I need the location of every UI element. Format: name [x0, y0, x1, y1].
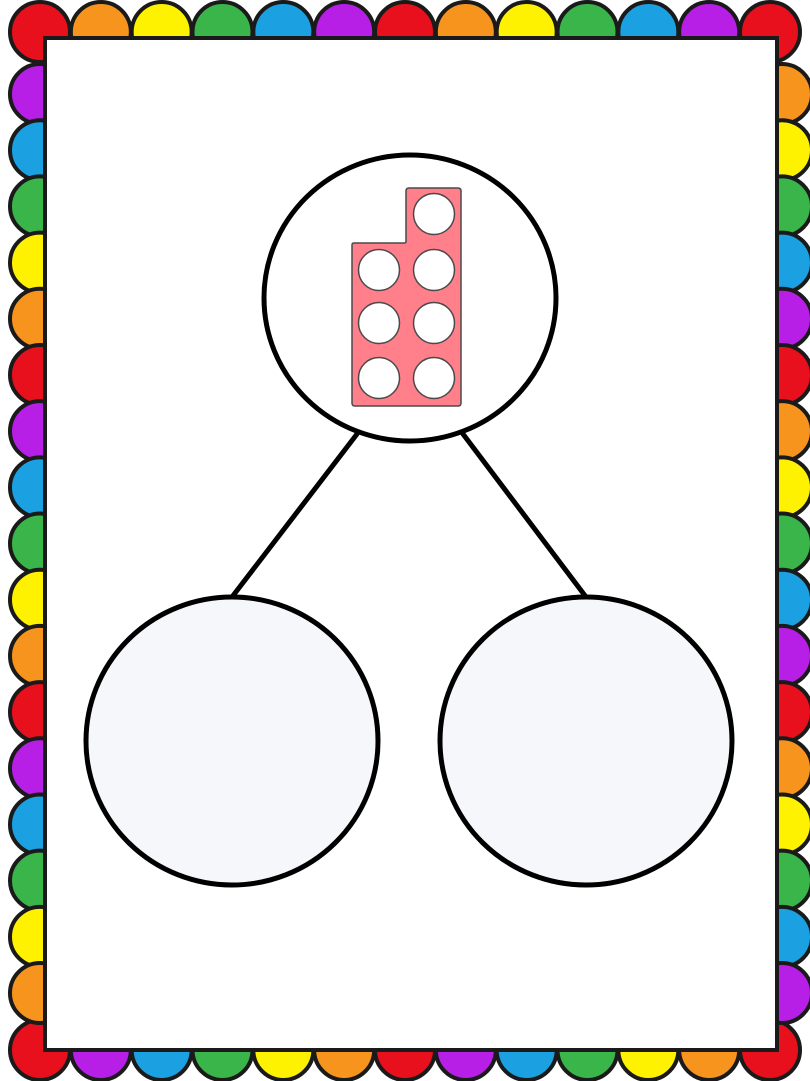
numicon-hole: [359, 303, 400, 344]
connector-line-right: [463, 434, 586, 597]
connector-line-left: [232, 434, 357, 597]
numicon-hole: [359, 358, 400, 399]
part-circle-right: [440, 597, 732, 885]
part-circle-left: [86, 597, 378, 885]
numicon-hole: [359, 250, 400, 291]
numicon-hole: [414, 194, 455, 235]
numicon-hole: [414, 358, 455, 399]
numicon-hole: [414, 250, 455, 291]
numicon-hole: [414, 303, 455, 344]
